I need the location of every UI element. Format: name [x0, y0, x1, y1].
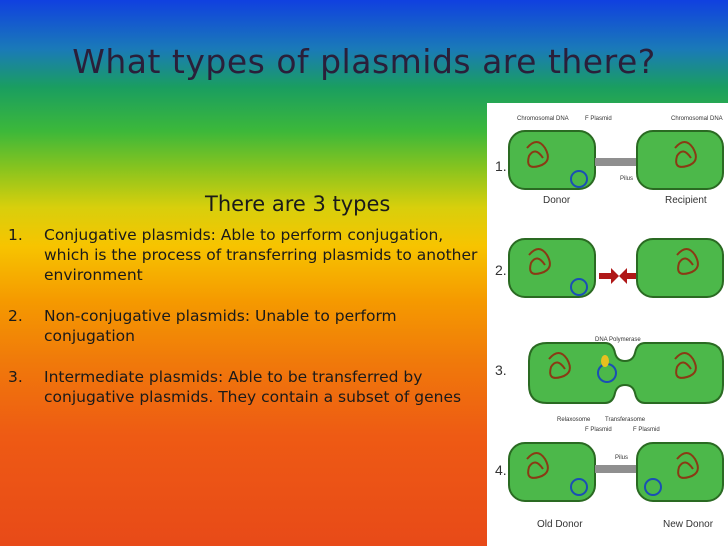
f-plasmid-label-old: F Plasmid	[585, 427, 612, 433]
pilus-4	[595, 465, 637, 473]
list-item-number: 3.	[8, 368, 23, 386]
conjugating-cells	[528, 342, 724, 404]
donor-label: Donor	[543, 195, 571, 206]
donor-cell-2	[508, 238, 596, 298]
pilus-label-4: Pilus	[615, 455, 628, 461]
pilus-1	[595, 158, 637, 166]
f-plasmid-donor-1	[570, 170, 588, 188]
chromosomal-dna-recipient-2	[676, 248, 699, 275]
chromosomal-dna-new-donor	[676, 452, 699, 479]
list-item-text: Intermediate plasmids: Able to be transf…	[44, 368, 462, 406]
pilus-label-1: Pilus	[620, 176, 633, 182]
list-item: 1. Conjugative plasmids: Able to perform…	[8, 225, 486, 285]
new-donor-cell	[636, 442, 724, 502]
chromosomal-dna-label-left: Chromosomal DNA	[517, 116, 569, 122]
approach-arrow-left	[619, 268, 639, 284]
slide-subtitle: There are 3 types	[205, 192, 391, 216]
list-item-text: Conjugative plasmids: Able to perform co…	[44, 226, 478, 284]
conjugation-diagram-svg: Chromosomal DNA F Plasmid Chromosomal DN…	[495, 116, 724, 530]
chromosomal-dna-recipient-3	[674, 352, 697, 379]
new-donor-label: New Donor	[663, 519, 714, 530]
f-plasmid-new-donor	[644, 478, 662, 496]
chromosomal-dna-recipient-1	[674, 141, 697, 168]
transferasome-label: Transferasome	[605, 417, 646, 423]
list-item: 2. Non-conjugative plasmids: Unable to p…	[8, 306, 486, 346]
chromosomal-dna-donor-2	[528, 248, 551, 275]
list-item-text: Non-conjugative plasmids: Unable to perf…	[44, 307, 397, 345]
list-item-number: 2.	[8, 307, 23, 325]
old-donor-label: Old Donor	[537, 519, 583, 530]
recipient-cell-2	[636, 238, 724, 298]
step-number-1: 1.	[495, 158, 507, 174]
f-plasmid-label-top: F Plasmid	[585, 116, 612, 122]
plasmid-type-list: 1. Conjugative plasmids: Able to perform…	[8, 225, 486, 428]
chromosomal-dna-old-donor	[526, 452, 549, 479]
chromosomal-dna-donor-3	[548, 352, 571, 379]
f-plasmid-old-donor	[570, 478, 588, 496]
list-item-number: 1.	[8, 226, 23, 244]
recipient-label: Recipient	[665, 195, 707, 206]
conjugation-diagram: Chromosomal DNA F Plasmid Chromosomal DN…	[487, 103, 728, 546]
recipient-cell-1	[636, 130, 724, 190]
f-plasmid-label-new: F Plasmid	[633, 427, 660, 433]
relaxosome-label: Relaxosome	[557, 417, 591, 423]
step-number-3: 3.	[495, 362, 507, 378]
step-number-4: 4.	[495, 462, 507, 478]
dna-polymerase-blob	[601, 355, 609, 367]
donor-cell-1	[508, 130, 596, 190]
approach-arrow-right	[599, 268, 619, 284]
dna-polymerase-label: DNA Polymerase	[595, 337, 641, 343]
slide-title: What types of plasmids are there?	[72, 42, 656, 81]
old-donor-cell	[508, 442, 596, 502]
chromosomal-dna-donor-1	[526, 141, 549, 168]
step-number-2: 2.	[495, 262, 507, 278]
chromosomal-dna-label-right: Chromosomal DNA	[671, 116, 723, 122]
f-plasmid-donor-2	[570, 278, 588, 296]
list-item: 3. Intermediate plasmids: Able to be tra…	[8, 367, 486, 407]
